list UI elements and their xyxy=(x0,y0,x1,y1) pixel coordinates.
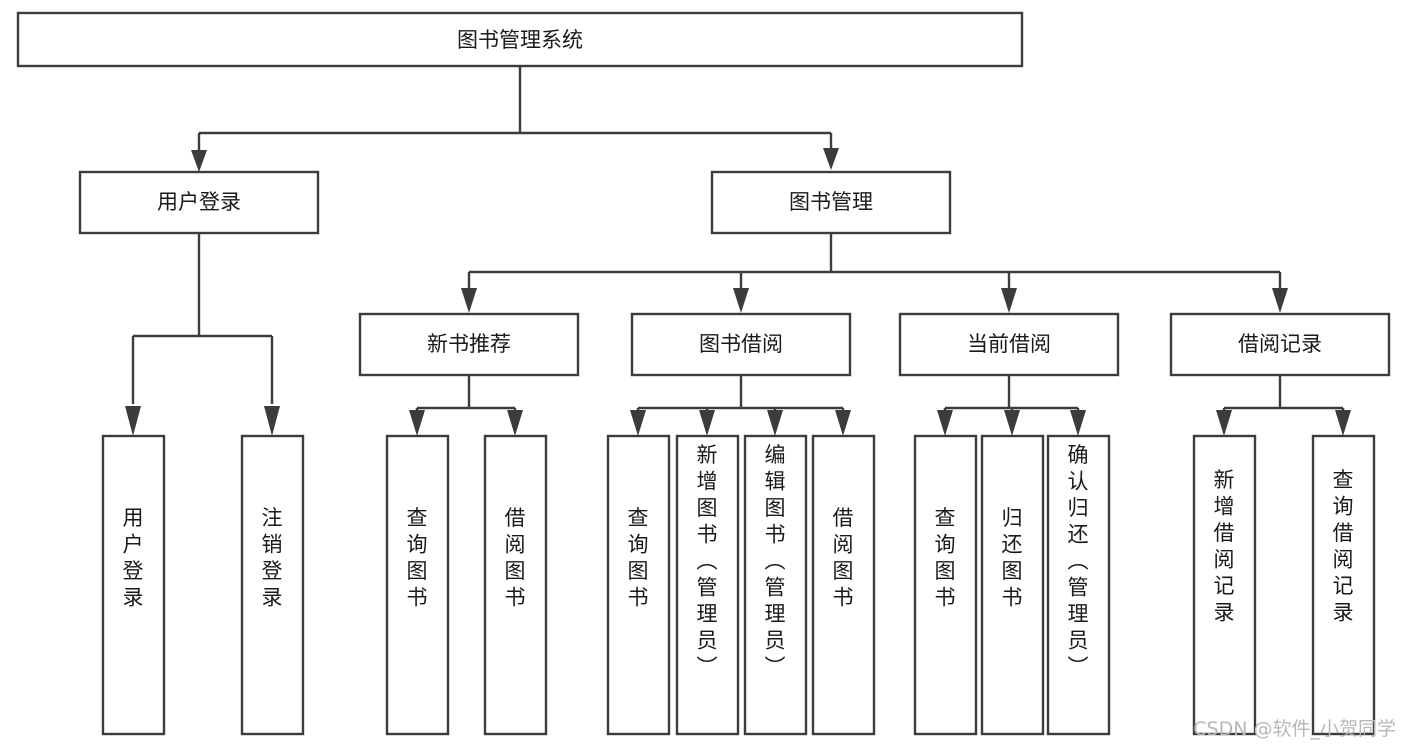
new-book-recommend-label: 新书推荐 xyxy=(427,332,511,356)
leaf-label: 新增图书︵管理员︶ xyxy=(697,443,718,679)
leaf-box[interactable] xyxy=(385,434,450,736)
leaf-box[interactable] xyxy=(675,434,740,736)
leaf-label: 确认归还︵管理员︶ xyxy=(1068,443,1089,679)
arrow-user-login-leaf-1 xyxy=(125,406,141,436)
leaf-new-book-1[interactable]: 借阅图书 xyxy=(483,434,548,736)
leaf-box[interactable] xyxy=(1046,434,1111,736)
leaf-label: 借阅图书 xyxy=(833,506,854,610)
leaf-box[interactable] xyxy=(913,434,978,736)
book-manage-label: 图书管理 xyxy=(789,190,873,214)
arrow-current-borrow-leaf-1 xyxy=(937,410,953,436)
current-borrow-label: 当前借阅 xyxy=(967,332,1051,356)
borrow-record-label: 借阅记录 xyxy=(1238,332,1322,356)
leaf-new-book-0[interactable]: 查询图书 xyxy=(385,434,450,736)
leaf-label: 查询图书 xyxy=(407,506,428,610)
leaf-label: 查询图书 xyxy=(628,506,649,610)
leaf-box[interactable] xyxy=(606,434,671,736)
current-borrow-box[interactable] xyxy=(898,312,1120,377)
leaf-book-borrow-1[interactable]: 新增图书︵管理员︶ xyxy=(675,434,740,736)
leaf-box[interactable] xyxy=(743,434,808,736)
leaf-current-borrow-1[interactable]: 归还图书 xyxy=(980,434,1045,736)
leaf-box[interactable] xyxy=(240,434,305,736)
leaf-current-borrow-2[interactable]: 确认归还︵管理员︶ xyxy=(1046,434,1111,736)
node-current-borrow[interactable]: 当前借阅 xyxy=(898,312,1120,377)
leaf-box[interactable] xyxy=(101,434,166,736)
user-login-box[interactable] xyxy=(78,170,320,235)
arrow-root-to-user-login xyxy=(191,150,207,172)
root-label: 图书管理系统 xyxy=(457,28,583,52)
node-root[interactable]: 图书管理系统 xyxy=(16,11,1024,68)
book-borrow-box[interactable] xyxy=(630,312,852,377)
watermark-label: CSDN @软件_小贺同学 xyxy=(1193,718,1396,740)
borrow-record-box[interactable] xyxy=(1169,312,1391,377)
arrow-new-book-leaf-1 xyxy=(409,410,425,436)
leaf-label: 查询借阅记录 xyxy=(1333,468,1354,625)
leaf-borrow-record-1[interactable]: 查询借阅记录 xyxy=(1311,434,1376,736)
arrow-to-current-borrow xyxy=(1001,288,1017,313)
leaf-user-login-0[interactable]: 用户登录 xyxy=(101,434,166,736)
leaf-user-login-1[interactable]: 注销登录 xyxy=(240,434,305,736)
node-user-login[interactable]: 用户登录 xyxy=(78,170,320,235)
leaf-box[interactable] xyxy=(811,434,876,736)
root-box[interactable] xyxy=(16,11,1024,68)
node-book-manage[interactable]: 图书管理 xyxy=(710,170,952,235)
leaf-label: 编辑图书︵管理员︶ xyxy=(765,443,786,679)
leaf-book-borrow-2[interactable]: 编辑图书︵管理员︶ xyxy=(743,434,808,736)
leaf-label: 借阅图书 xyxy=(505,506,526,610)
arrow-borrow-record-leaf-1 xyxy=(1216,410,1232,436)
leaf-label: 注销登录 xyxy=(262,506,283,610)
node-new-book-recommend[interactable]: 新书推荐 xyxy=(358,312,580,377)
arrow-book-borrow-leaf-2 xyxy=(699,410,715,436)
leaf-label: 用户登录 xyxy=(123,506,144,610)
leaf-book-borrow-0[interactable]: 查询图书 xyxy=(606,434,671,736)
arrow-to-book-borrow xyxy=(733,288,749,313)
arrow-new-book-leaf-2 xyxy=(507,410,523,436)
arrow-borrow-record-leaf-2 xyxy=(1335,410,1351,436)
book-borrow-label: 图书借阅 xyxy=(699,332,783,356)
leaf-label: 新增借阅记录 xyxy=(1214,468,1235,625)
arrow-book-borrow-leaf-4 xyxy=(835,410,851,436)
leaf-borrow-record-0[interactable]: 新增借阅记录 xyxy=(1192,434,1257,736)
user-login-label: 用户登录 xyxy=(157,190,241,214)
book-manage-box[interactable] xyxy=(710,170,952,235)
arrow-to-new-book xyxy=(461,288,477,313)
arrow-to-borrow-record xyxy=(1272,288,1288,313)
arrow-current-borrow-leaf-2 xyxy=(1004,410,1020,436)
arrow-book-borrow-leaf-1 xyxy=(630,410,646,436)
new-book-recommend-box[interactable] xyxy=(358,312,580,377)
leaf-box[interactable] xyxy=(1311,434,1376,736)
connectors-layer xyxy=(125,66,1351,436)
leaf-box[interactable] xyxy=(980,434,1045,736)
arrow-current-borrow-leaf-3 xyxy=(1070,410,1086,436)
leaf-current-borrow-0[interactable]: 查询图书 xyxy=(913,434,978,736)
arrow-root-to-book-manage xyxy=(823,148,839,170)
node-book-borrow[interactable]: 图书借阅 xyxy=(630,312,852,377)
leaf-book-borrow-3[interactable]: 借阅图书 xyxy=(811,434,876,736)
leaf-box[interactable] xyxy=(483,434,548,736)
arrow-user-login-leaf-2 xyxy=(264,406,280,436)
leaf-label: 查询图书 xyxy=(935,506,956,610)
arrow-book-borrow-leaf-3 xyxy=(767,410,783,436)
node-borrow-record[interactable]: 借阅记录 xyxy=(1169,312,1391,377)
leaf-label: 归还图书 xyxy=(1002,506,1023,610)
leaf-box[interactable] xyxy=(1192,434,1257,736)
